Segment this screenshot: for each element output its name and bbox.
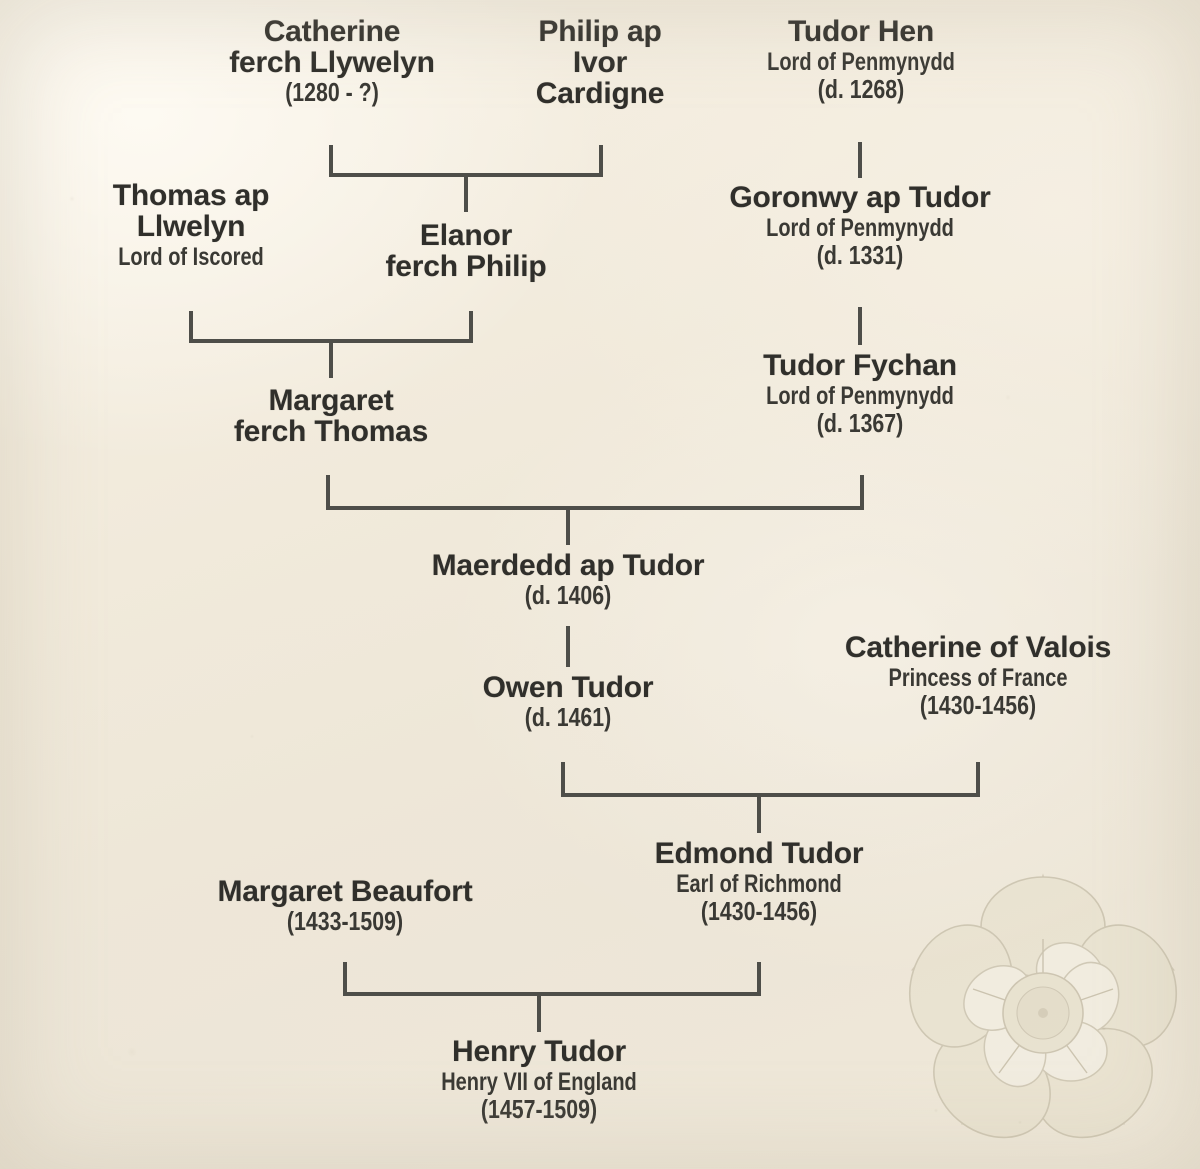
person-title: Lord of Iscored xyxy=(118,243,264,272)
person-title: Princess of France xyxy=(888,664,1068,693)
person-node-goronwy-ap-tudor[interactable]: Goronwy ap Tudor Lord of Penmynydd (d. 1… xyxy=(687,182,1033,269)
person-node-henry-tudor[interactable]: Henry Tudor Henry VII of England (1457-1… xyxy=(404,1036,674,1123)
connector-owen-catherine-to-edmond xyxy=(561,762,980,797)
person-name-line1: Catherine xyxy=(263,15,401,48)
person-node-tudor-fychan[interactable]: Tudor Fychan Lord of Penmynydd (d. 1367) xyxy=(727,350,993,437)
person-name-line2: ferch Thomas xyxy=(233,415,429,449)
person-name: Margaret Beaufort xyxy=(217,875,473,908)
tudor-rose-watermark-icon xyxy=(908,873,1178,1139)
person-title: Lord of Penmynydd xyxy=(767,48,955,77)
person-name-line2: Ivor xyxy=(572,46,628,80)
person-node-elanor-ferch-philip[interactable]: Elanor ferch Philip xyxy=(341,219,591,284)
person-dates: (1430-1456) xyxy=(700,896,818,927)
person-dates: (1433-1509) xyxy=(286,906,404,937)
person-name-line1: Thomas ap xyxy=(112,179,270,212)
person-dates: (d. 1367) xyxy=(816,408,904,439)
person-title: Lord of Penmynydd xyxy=(766,382,954,411)
connector-thomas-elanor-to-margaret xyxy=(189,311,473,343)
connector-margaret-edmond-to-henry xyxy=(343,962,761,996)
person-name-line2: ferch Llywelyn xyxy=(229,46,435,80)
connector-catherine-philip-to-elanor xyxy=(329,145,603,177)
person-name-line1: Margaret xyxy=(268,384,394,417)
connector-margaret-tudorfychan-to-maerdedd xyxy=(326,475,864,510)
person-dates: (d. 1461) xyxy=(524,702,612,733)
person-name: Maerdedd ap Tudor xyxy=(431,549,705,582)
person-node-edmond-tudor[interactable]: Edmond Tudor Earl of Richmond (1430-1456… xyxy=(622,838,896,925)
person-dates: (d. 1331) xyxy=(816,240,904,271)
person-node-owen-tudor[interactable]: Owen Tudor (d. 1461) xyxy=(448,672,688,731)
person-dates: (1430-1456) xyxy=(919,690,1037,721)
person-name: Edmond Tudor xyxy=(654,837,864,870)
person-name-line2: Llwelyn xyxy=(136,210,246,244)
person-title: Lord of Penmynydd xyxy=(766,214,954,243)
person-name: Tudor Hen xyxy=(788,15,934,48)
person-dates: (d. 1406) xyxy=(524,580,612,611)
person-name: Henry Tudor xyxy=(452,1035,626,1068)
person-title: Henry VII of England xyxy=(441,1068,637,1097)
person-node-margaret-ferch-thomas[interactable]: Margaret ferch Thomas xyxy=(196,384,466,449)
person-dates: (1280 - ?) xyxy=(285,77,379,108)
person-node-catherine-of-valois[interactable]: Catherine of Valois Princess of France (… xyxy=(800,632,1156,719)
person-name: Owen Tudor xyxy=(482,671,654,704)
person-dates: (1457-1509) xyxy=(480,1094,598,1125)
person-node-maerdedd-ap-tudor[interactable]: Maerdedd ap Tudor (d. 1406) xyxy=(398,550,738,609)
person-dates: (d. 1268) xyxy=(817,74,905,105)
person-node-thomas-ap-llwelyn[interactable]: Thomas ap Llwelyn Lord of Iscored xyxy=(70,179,312,272)
person-name: Catherine of Valois xyxy=(844,631,1112,664)
person-name-line3: Cardigne xyxy=(535,77,665,111)
person-node-margaret-beaufort[interactable]: Margaret Beaufort (1433-1509) xyxy=(180,876,510,935)
person-node-catherine-ferch-llywelyn[interactable]: Catherine ferch Llywelyn (1280 - ?) xyxy=(208,16,456,106)
person-node-philip-ap-ivor[interactable]: Philip ap Ivor Cardigne xyxy=(494,16,706,110)
person-name-line2: ferch Philip xyxy=(385,250,547,284)
person-title: Earl of Richmond xyxy=(676,870,842,899)
person-node-tudor-hen[interactable]: Tudor Hen Lord of Penmynydd (d. 1268) xyxy=(730,16,992,103)
person-name-line1: Philip ap xyxy=(538,15,662,48)
person-name: Tudor Fychan xyxy=(763,349,957,382)
person-name: Goronwy ap Tudor xyxy=(729,181,991,214)
person-name-line1: Elanor xyxy=(419,219,513,252)
